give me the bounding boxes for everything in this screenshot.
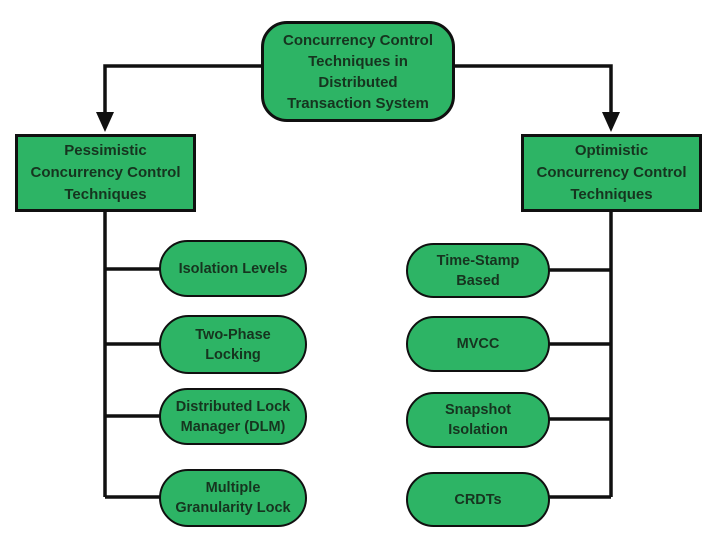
node-isolation-levels-label: Isolation Levels — [178, 260, 288, 277]
connector-root-to-pessimistic — [103, 64, 261, 114]
node-crdts: CRDTs — [406, 472, 550, 527]
arrow-down-optimistic-icon — [602, 112, 620, 132]
node-crdts-label: CRDTs — [454, 491, 502, 508]
node-mvcc-label: MVCC — [456, 336, 500, 352]
node-isolation-levels: Isolation Levels — [159, 240, 307, 297]
connector-root-to-optimistic — [455, 64, 613, 114]
arrow-down-pessimistic-icon — [96, 112, 114, 132]
node-mvcc: MVCC — [406, 316, 550, 372]
